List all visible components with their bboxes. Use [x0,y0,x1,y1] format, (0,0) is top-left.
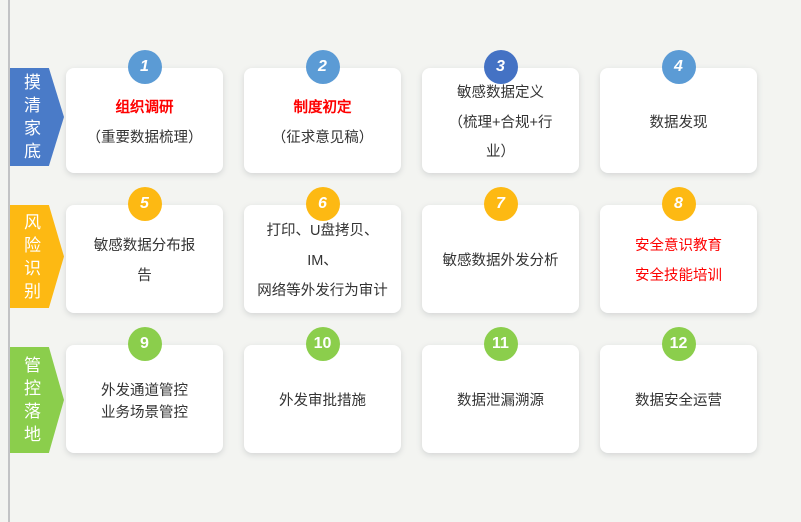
step-card-8: 8 安全意识教育 安全技能培训 [600,187,757,313]
step-card-10: 10 外发审批措施 [244,327,401,453]
phase-arrow-risk: 风险识别 [10,205,64,308]
step-card-2: 2 制度初定 （征求意见稿） [244,50,401,173]
step-card-9: 9 外发通道管控 业务场景管控 [66,327,223,453]
step-card-11: 11 数据泄漏溯源 [422,327,579,453]
phase-row-control: 9 外发通道管控 业务场景管控 10 外发审批措施 11 数据泄漏溯源 12 数… [66,327,757,453]
step-body: 外发通道管控 业务场景管控 [101,382,188,421]
step-body: 数据泄漏溯源 [457,393,544,410]
phase-row-risk: 5 敏感数据分布报 告 6 打印、U盘拷贝、IM、 网络等外发行为审计 7 敏感… [66,187,757,313]
step-body: （重要数据梳理） [86,129,203,146]
step-body: 外发审批措施 [279,393,366,410]
step-number-badge: 1 [127,50,162,84]
step-card-7: 7 敏感数据外发分析 [422,187,579,313]
step-number-badge: 4 [661,50,696,84]
step-body: 打印、U盘拷贝、IM、 网络等外发行为审计 [257,223,388,299]
step-card-4: 4 数据发现 [600,50,757,173]
step-body: 数据发现 [649,114,708,131]
step-number-badge: 8 [661,187,696,221]
step-title: 组织调研 [115,99,174,116]
step-number-badge: 6 [305,187,340,221]
phase-row-survey: 1 组织调研 （重要数据梳理） 2 制度初定 （征求意见稿） 3 敏感数据定义 … [66,50,757,173]
phase-label: 风险识别 [21,212,40,305]
step-number-badge: 7 [483,187,518,221]
phase-arrow-survey: 摸清家底 [10,68,64,166]
step-body: （征求意见稿） [271,129,374,146]
step-card-3: 3 敏感数据定义 （梳理+合规+行 业） [422,50,579,173]
step-body: 敏感数据外发分析 [442,253,559,270]
phase-label: 管控落地 [21,356,40,448]
step-card-5: 5 敏感数据分布报 告 [66,187,223,313]
phase-label: 摸清家底 [21,73,40,165]
step-number-badge: 12 [661,327,696,361]
step-body: 敏感数据定义 （梳理+合规+行 业） [448,84,553,161]
step-number-badge: 10 [305,327,340,361]
step-number-badge: 3 [483,50,518,84]
step-body: 敏感数据分布报 告 [93,238,196,284]
phase-arrow-control: 管控落地 [10,347,64,453]
step-number-badge: 2 [305,50,340,84]
step-card-1: 1 组织调研 （重要数据梳理） [66,50,223,173]
step-body: 安全意识教育 安全技能培训 [635,238,722,284]
step-number-badge: 11 [483,327,518,361]
step-title: 制度初定 [293,99,352,116]
left-border-line [8,0,10,522]
step-card-6: 6 打印、U盘拷贝、IM、 网络等外发行为审计 [244,187,401,313]
step-number-badge: 9 [127,327,162,361]
step-number-badge: 5 [127,187,162,221]
step-body: 数据安全运营 [635,393,722,410]
step-card-12: 12 数据安全运营 [600,327,757,453]
